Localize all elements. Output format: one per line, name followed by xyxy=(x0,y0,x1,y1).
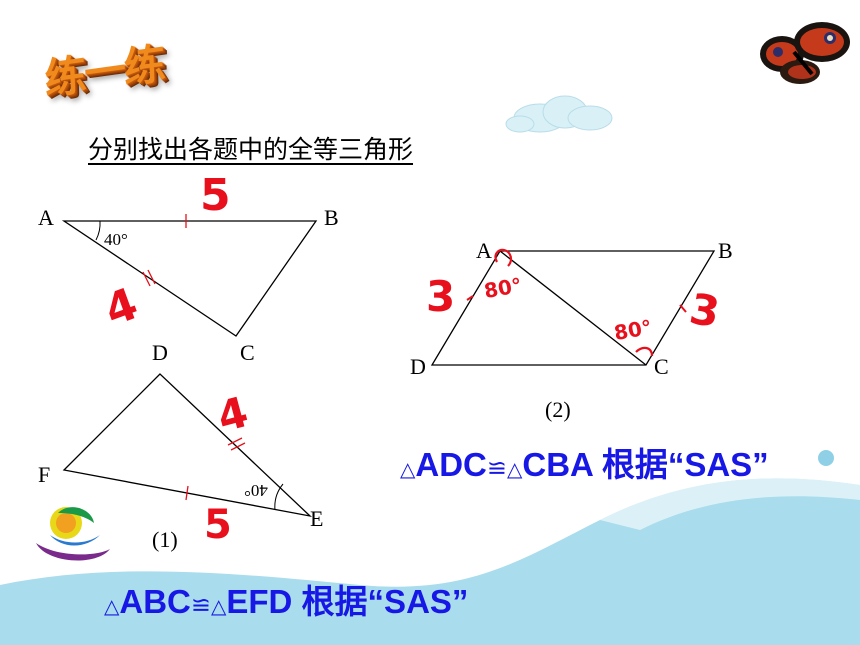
angle-e-label: 40° xyxy=(244,481,268,500)
congruent-symbol: ≌ xyxy=(190,592,211,619)
fig2-vertex-b-label: B xyxy=(718,238,733,263)
tick-ac-1 xyxy=(142,271,151,287)
vertex-c-label: C xyxy=(240,340,255,365)
vertex-b-label: B xyxy=(324,205,339,230)
tick-bc xyxy=(679,304,687,313)
tick-de-2 xyxy=(230,442,246,451)
triangle-abc xyxy=(61,220,318,337)
figure-1-label: (1) xyxy=(152,527,178,552)
tick-de-1 xyxy=(227,437,243,446)
conclusion-fig1: △ABC≌△EFD 根据“SAS” xyxy=(104,575,468,623)
conclusion-fig2-part1: ADC xyxy=(415,446,487,483)
hand-bottom-5: 5 xyxy=(204,502,232,548)
vertex-e-label: E xyxy=(310,506,324,531)
fig2-vertex-c-label: C xyxy=(654,354,669,379)
conclusion-fig1-part1: ABC xyxy=(119,583,191,620)
angle-arc-e xyxy=(274,483,284,511)
vertex-a-label: A xyxy=(38,205,54,230)
diagonal-ac xyxy=(499,250,647,366)
triangle-symbol: △ xyxy=(507,459,523,481)
triangle-symbol: △ xyxy=(211,596,227,618)
congruent-symbol: ≌ xyxy=(486,455,507,482)
angle-a-label: 40° xyxy=(104,230,128,249)
triangle-symbol: △ xyxy=(104,596,120,618)
conclusion-fig2: △ADC≌△CBA 根据“SAS” xyxy=(400,438,769,486)
triangle-symbol: △ xyxy=(400,459,416,481)
fig2-vertex-a-label: A xyxy=(476,238,492,263)
vertex-d-label: D xyxy=(152,340,168,365)
tick-ad xyxy=(466,295,474,301)
butterfly-icon xyxy=(760,22,850,84)
conclusion-fig1-part2: EFD 根据“SAS” xyxy=(226,583,469,620)
angle-arc-a xyxy=(95,220,101,241)
cloud-icon xyxy=(505,95,613,133)
red-arc-c xyxy=(635,346,654,357)
wave-highlight xyxy=(600,478,860,530)
wave-ball xyxy=(818,450,834,466)
logo-icon xyxy=(36,507,110,561)
fig2-vertex-d-label: D xyxy=(410,354,426,379)
vertex-f-label: F xyxy=(38,462,51,487)
fig2-hand-left-3: 3 xyxy=(426,272,456,321)
red-arc-a xyxy=(494,248,513,267)
instruction-text: 分别找出各题中的全等三角形 xyxy=(88,135,414,164)
hand-top-5: 5 xyxy=(200,170,231,221)
figure-2-label: (2) xyxy=(545,397,571,422)
tick-fe xyxy=(185,485,189,501)
conclusion-fig2-part2: CBA 根据“SAS” xyxy=(522,446,769,483)
tick-ac-2 xyxy=(147,269,156,285)
